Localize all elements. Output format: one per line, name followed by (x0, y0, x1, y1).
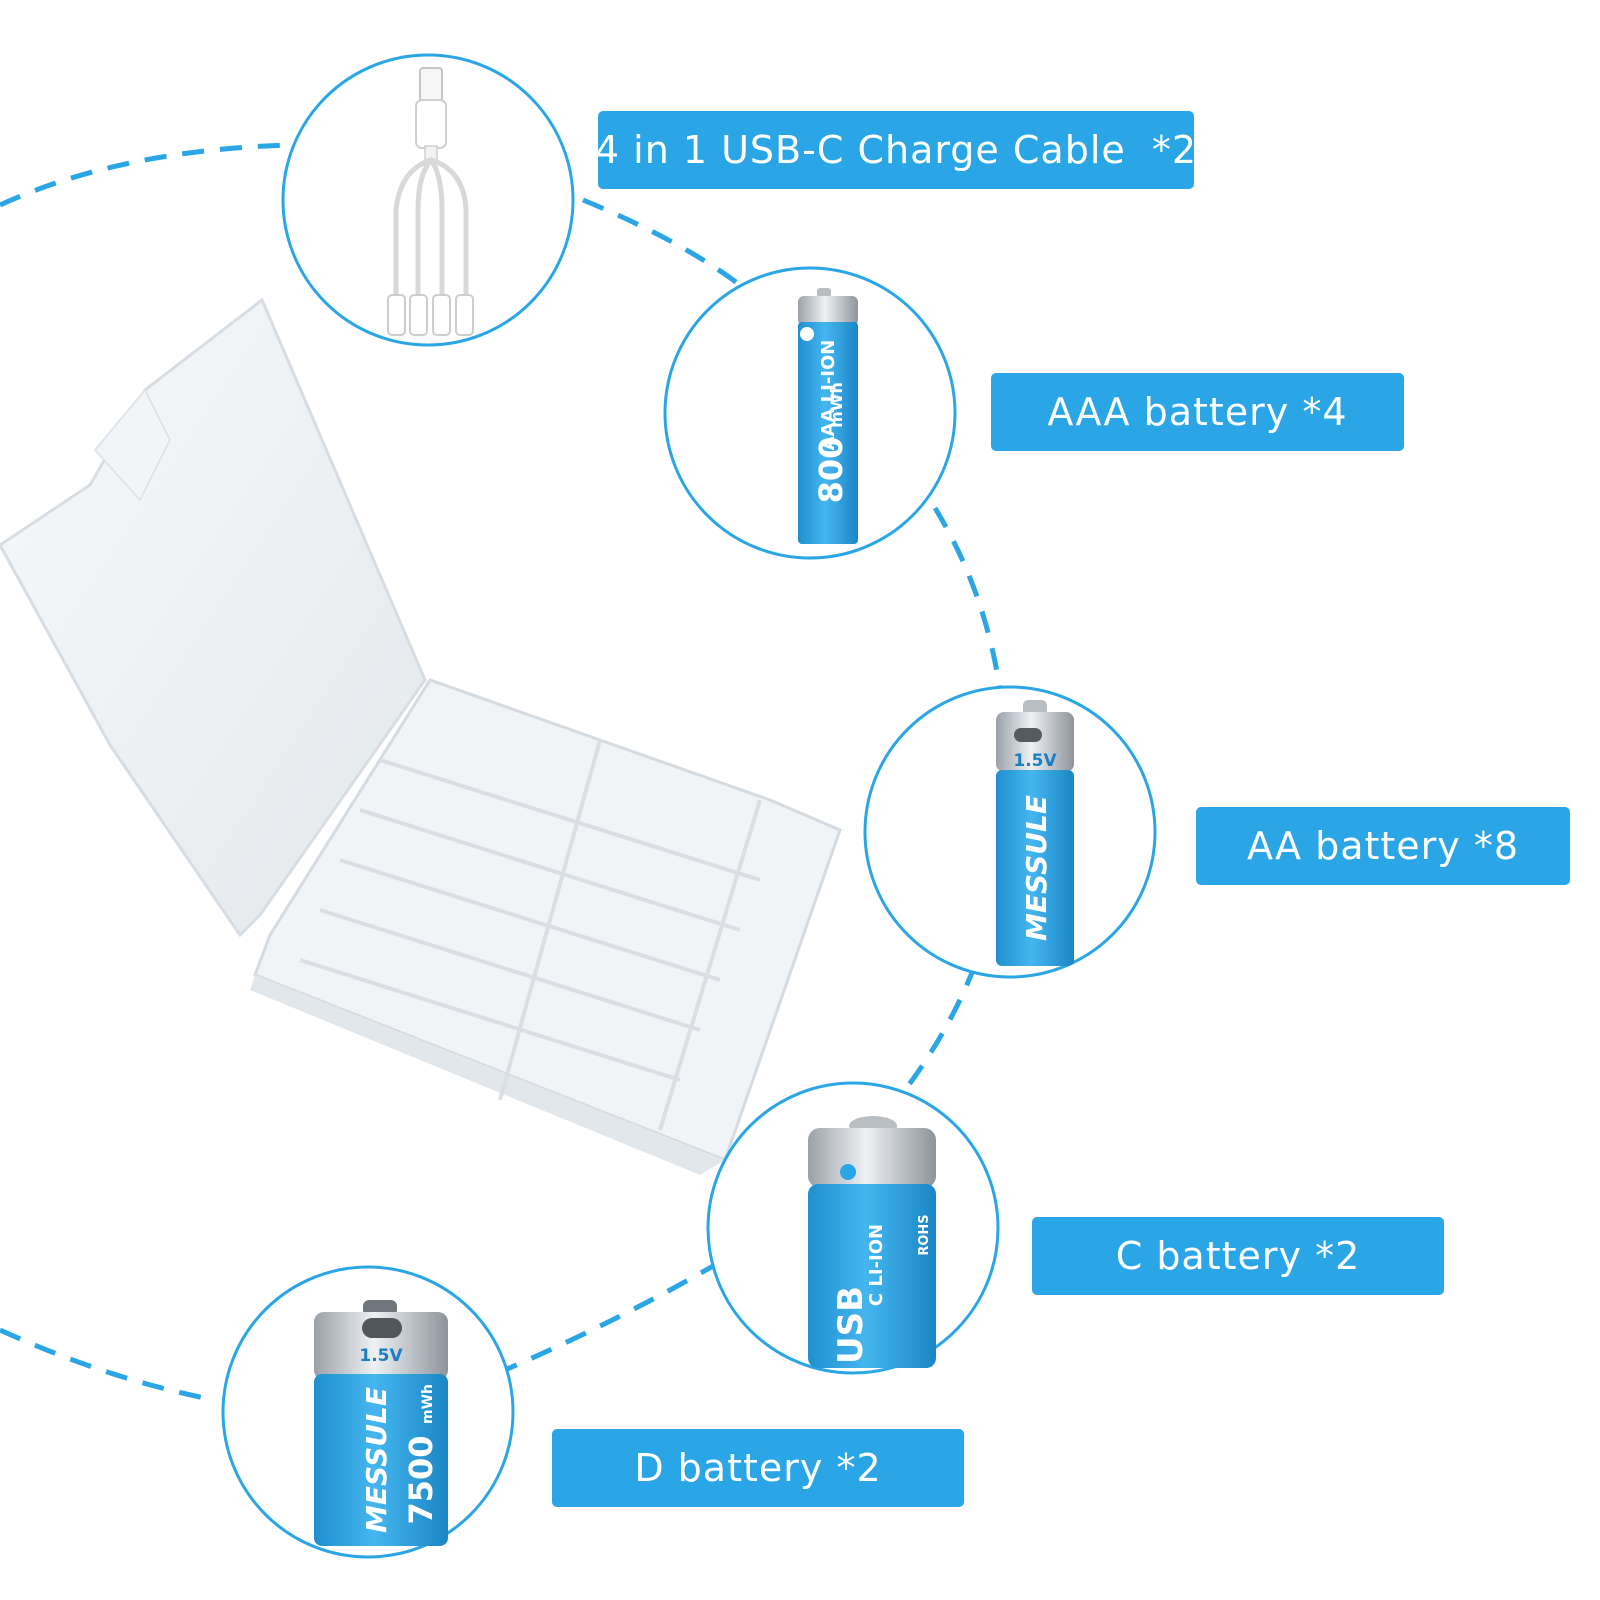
c-battery-usb-text: USB (831, 1286, 871, 1364)
c-battery-icon: USB C LI-ION ROHS (808, 1116, 936, 1368)
aa-battery-label: AA battery *8 (1196, 807, 1570, 885)
d-battery-label: D battery *2 (552, 1429, 964, 1507)
d-battery-icon: 1.5V MESSULE 7500 mWh (314, 1300, 448, 1546)
battery-storage-case (0, 297, 842, 1175)
aaa-battery-unit-text: mWh (827, 382, 846, 428)
aaa-battery-label: AAA battery *4 (991, 373, 1404, 451)
aa-battery-brand-text: MESSULE (1020, 795, 1053, 941)
d-battery-unit-text: mWh (420, 1384, 436, 1424)
d-battery-capacity-text: 7500 (402, 1435, 440, 1524)
aaa-battery-icon: AAA LI-ION 800 mWh (798, 288, 858, 544)
aaa-battery-capacity-text: 800 (812, 437, 850, 504)
aaa-battery-brand-text: AAA LI-ION (818, 340, 839, 451)
d-battery-brand-text: MESSULE (360, 1387, 393, 1533)
c-battery-rohs-text: ROHS (917, 1214, 932, 1255)
c-battery-type-text: C LI-ION (866, 1224, 887, 1306)
c-battery-label: C battery *2 (1032, 1217, 1444, 1295)
cable-circle (281, 53, 575, 347)
d-battery-voltage-text: 1.5V (359, 1346, 403, 1366)
cable-label: 4 in 1 USB-C Charge Cable *2 (595, 111, 1196, 189)
aa-battery-icon: 1.5V MESSULE (996, 700, 1074, 966)
usb-cable-icon (387, 67, 474, 336)
dashed-connector (0, 142, 1003, 1403)
aa-battery-voltage-text: 1.5V (1013, 751, 1057, 771)
